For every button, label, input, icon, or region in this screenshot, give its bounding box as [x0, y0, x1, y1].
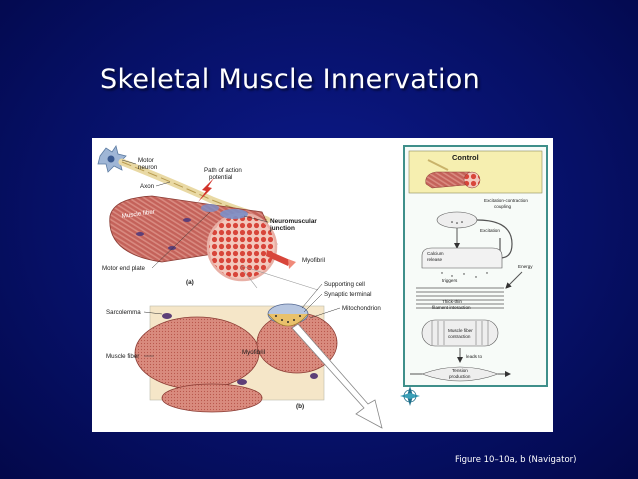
label-neuromuscular-1: Neuromuscular: [270, 218, 317, 225]
label-axon: Axon: [140, 183, 155, 190]
label-path-1: Path of action: [204, 167, 242, 174]
label-myofibril-b: Myofibril: [242, 349, 265, 356]
nav-triggers: triggers: [442, 278, 458, 283]
nav-ecc-2: coupling: [494, 204, 512, 209]
label-mitochondrion: Mitochondrion: [342, 305, 381, 312]
figure-panel: Motor neuron Path of action potential Ax…: [92, 138, 553, 432]
label-motor-neuron-1: Motor: [138, 157, 154, 164]
label-muscle-fiber-b: Muscle fiber: [106, 353, 139, 360]
nav-control-title: Control: [452, 153, 479, 162]
label-synaptic-terminal: Synaptic terminal: [324, 291, 371, 298]
label-sarcolemma: Sarcolemma: [106, 309, 141, 316]
nav-contraction-1: Muscle fiber: [448, 328, 473, 333]
figure-illustration: Motor neuron Path of action potential Ax…: [92, 138, 553, 432]
nav-calcium-2: release: [427, 257, 443, 262]
navigator-panel: [400, 146, 547, 406]
nav-calcium-1: Calcium: [427, 251, 444, 256]
label-neuromuscular-2: junction: [269, 225, 295, 232]
label-myofibril-a: Myofibril: [302, 257, 325, 264]
label-motor-end-plate: Motor end plate: [102, 265, 146, 272]
panel-a-label: (a): [186, 279, 194, 286]
nav-leads-to: leads to: [466, 354, 483, 359]
nav-excitation: Excitation: [480, 228, 500, 233]
slide-title: Skeletal Muscle Innervation: [100, 64, 480, 95]
nav-tension-1: Tension: [452, 368, 468, 373]
label-supporting-cell: Supporting cell: [324, 281, 365, 288]
nav-thick-thin-2: filament interaction: [432, 305, 471, 310]
panel-b-label: (b): [296, 403, 304, 410]
nav-thick-thin-1: Thick-thin: [442, 299, 462, 304]
nav-tension-2: production: [449, 374, 471, 379]
nav-contraction-2: contraction: [448, 334, 471, 339]
label-path-2: potential: [209, 174, 232, 181]
figure-caption: Figure 10–10a, b (Navigator): [455, 455, 576, 465]
label-motor-neuron-2: neuron: [138, 164, 158, 171]
nav-energy: Energy: [518, 264, 533, 269]
nav-ecc-1: Excitation-contraction: [484, 198, 528, 203]
